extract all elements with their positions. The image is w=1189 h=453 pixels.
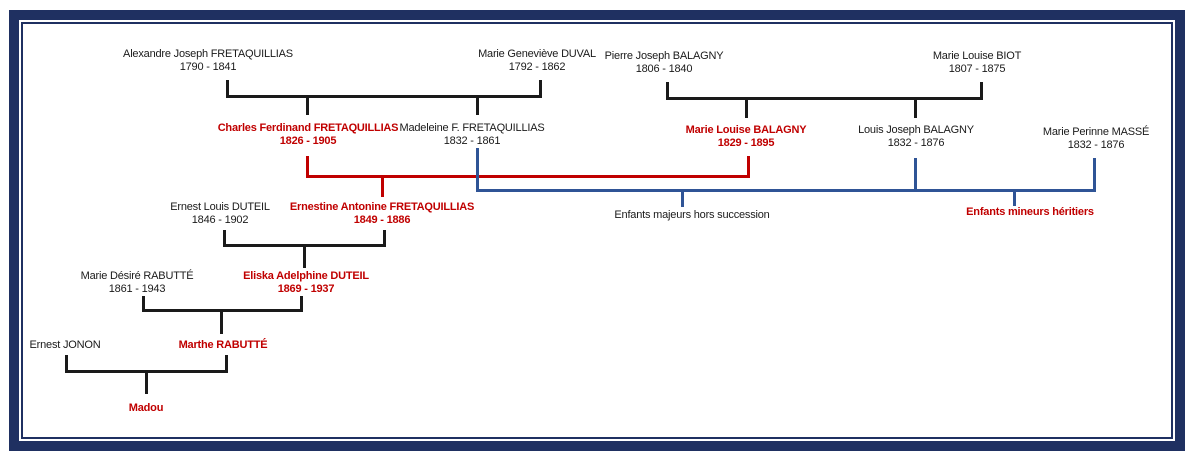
person-dates: 1869 - 1937 [277,283,335,295]
balagny-biot-marriage-bracket-seg-0 [666,82,669,100]
balagny-biot-marriage-bracket-seg-4 [980,82,983,100]
person-name: Marie Louise BIOT [932,50,1022,62]
caption-enfants-mineurs-heritiers: Enfants mineurs héritiers [966,206,1094,218]
jonon-marthe-marriage-bracket-seg-0 [65,355,68,373]
duteil-ernestine-marriage-bracket-seg-2 [383,230,386,247]
person-dates: 1861 - 1943 [108,283,166,295]
person-dates: 1792 - 1862 [508,61,566,73]
charles-marielouise-marriage-line-seg-3 [381,175,384,197]
rabutte-eliska-marriage-bracket-seg-2 [300,296,303,312]
person-name: Madou [128,402,164,414]
person-name: Eliska Adelphine DUTEIL [243,270,369,282]
person-name: Alexandre Joseph FRETAQUILLIAS [123,48,293,60]
charles-marielouise-marriage-line-seg-0 [306,156,309,178]
madeleine-louisjoseph-masse-succession-line-seg-1 [476,189,1096,192]
person-dates: 1846 - 1902 [191,214,249,226]
person-name: Marie Geneviève DUVAL [478,48,596,60]
duteil-ernestine-marriage-bracket-seg-3 [303,244,306,268]
person-dates: 1832 - 1876 [1067,139,1125,151]
charles-marielouise-marriage-line-seg-1 [306,175,750,178]
person-name: Pierre Joseph BALAGNY [604,50,724,62]
madeleine-louisjoseph-masse-succession-line-seg-3 [1093,158,1096,192]
person-dates: 1832 - 1876 [887,137,945,149]
person-madou: Madou [128,402,164,415]
balagny-biot-marriage-bracket-seg-2 [745,97,748,118]
madeleine-louisjoseph-masse-succession-line-seg-0 [476,148,479,192]
person-name: Madeleine F. FRETAQUILLIAS [399,122,545,134]
duteil-ernestine-marriage-bracket-seg-0 [223,230,226,247]
person-name: Marie Désiré RABUTTÉ [80,270,194,282]
person-dates: 1849 - 1886 [353,214,411,226]
person-dates: 1790 - 1841 [179,61,237,73]
person-name: Ernest Louis DUTEIL [170,201,270,213]
fretaquillias-duval-marriage-bracket-seg-4 [539,80,542,98]
person-name: Ernestine Antonine FRETAQUILLIAS [289,201,475,213]
fretaquillias-duval-marriage-bracket-seg-0 [226,80,229,98]
madeleine-louisjoseph-masse-succession-line-seg-4 [681,189,684,207]
balagny-biot-marriage-bracket-seg-3 [914,97,917,118]
fretaquillias-duval-marriage-bracket-seg-3 [476,95,479,115]
person-dates: 1829 - 1895 [717,137,775,149]
outer-frame-border [9,10,1185,451]
person-ernest-jonon: Ernest JONON [30,339,101,352]
rabutte-eliska-marriage-bracket-seg-0 [142,296,145,312]
person-dates: 1832 - 1861 [443,135,501,147]
person-dates: 1806 - 1840 [635,63,693,75]
madeleine-louisjoseph-masse-succession-line-seg-2 [914,158,917,192]
person-marthe-rabutte: Marthe RABUTTÉ [179,339,268,352]
person-dates: 1807 - 1875 [948,63,1006,75]
person-name: Marie Perinne MASSÉ [1042,126,1150,138]
balagny-biot-marriage-bracket-seg-1 [666,97,983,100]
person-name: Marie Louise BALAGNY [685,124,807,136]
charles-marielouise-marriage-line-seg-2 [747,156,750,178]
fretaquillias-duval-marriage-bracket-seg-2 [306,95,309,115]
inner-frame-border [21,22,1173,439]
person-dates: 1826 - 1905 [279,135,337,147]
jonon-marthe-marriage-bracket-seg-2 [225,355,228,373]
person-name: Louis Joseph BALAGNY [858,124,974,136]
caption-enfants-majeurs-hors-succession: Enfants majeurs hors succession [614,209,770,221]
person-name: Ernest JONON [29,339,101,351]
rabutte-eliska-marriage-bracket-seg-3 [220,309,223,334]
fretaquillias-duval-marriage-bracket-seg-1 [226,95,542,98]
person-name: Charles Ferdinand FRETAQUILLIAS [217,122,399,134]
person-name: Marthe RABUTTÉ [178,339,268,351]
jonon-marthe-marriage-bracket-seg-3 [145,370,148,394]
madeleine-louisjoseph-masse-succession-line-seg-5 [1013,189,1016,206]
